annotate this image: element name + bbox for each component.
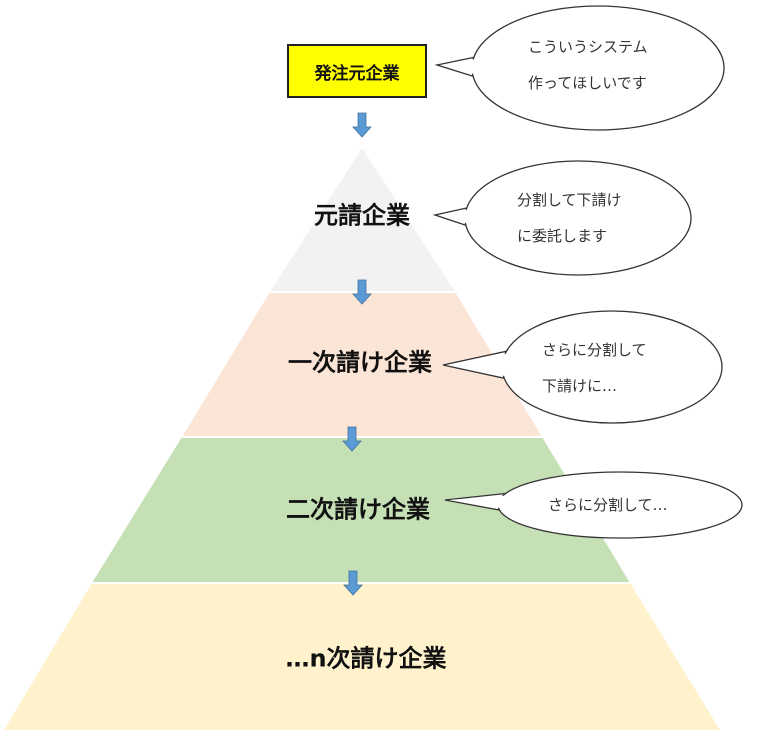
down-arrow-icon xyxy=(343,570,363,596)
bubble-line: に委託します xyxy=(517,227,608,245)
bubble-2-text: 分割して下請け に委託します xyxy=(517,182,622,254)
layer-label-first-tier: 一次請け企業 xyxy=(288,348,432,377)
layer-label-prime: 元請企業 xyxy=(314,201,410,230)
bubble-line: 作ってほしいです xyxy=(528,74,647,92)
bubble-1-text: こういうシステム 作ってほしいです xyxy=(528,29,648,101)
client-company-box: 発注元企業 xyxy=(287,44,427,98)
bubble-line: こういうシステム xyxy=(528,38,648,56)
bubble-line: さらに分割して… xyxy=(548,496,668,514)
layer-prime-contractor xyxy=(270,148,455,292)
speech-bubble-2 xyxy=(432,160,692,276)
bubble-line: 下請けに… xyxy=(542,377,618,395)
layer-label-second-tier: 二次請け企業 xyxy=(286,495,430,524)
bubble-line: 分割して下請け xyxy=(517,191,622,209)
bubble-line: さらに分割して xyxy=(542,341,647,359)
bubble-4-text: さらに分割して… xyxy=(548,487,668,523)
speech-bubble-1 xyxy=(434,5,725,131)
down-arrow-icon xyxy=(352,112,372,138)
layer-first-tier xyxy=(182,292,542,437)
layer-second-tier xyxy=(92,437,630,583)
layer-label-nth-tier: …n次請け企業 xyxy=(285,644,447,673)
speech-bubble-3 xyxy=(442,310,723,424)
down-arrow-icon xyxy=(352,279,372,305)
bubble-3-text: さらに分割して 下請けに… xyxy=(542,332,647,404)
speech-bubble-4 xyxy=(444,471,743,539)
layer-nth-tier xyxy=(4,583,720,730)
down-arrow-icon xyxy=(342,426,362,452)
